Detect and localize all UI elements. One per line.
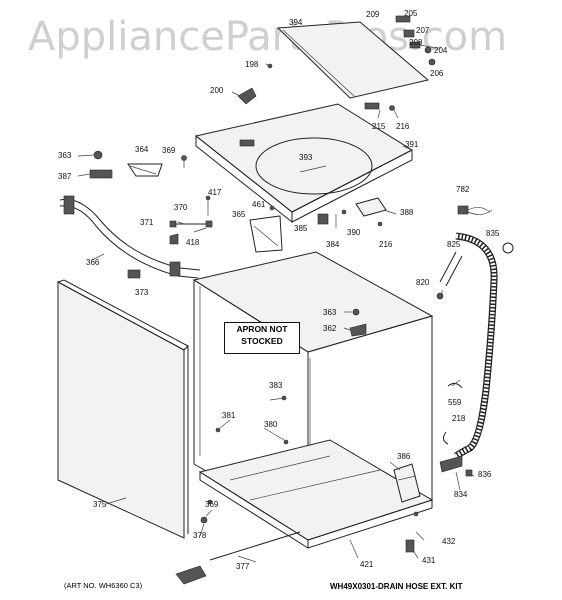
- callout-216-top: 216: [396, 122, 410, 131]
- callout-825: 825: [447, 240, 461, 249]
- callout-375: 375: [93, 500, 107, 509]
- callout-218: 218: [452, 414, 466, 423]
- callout-370: 370: [174, 203, 188, 212]
- top-cover-part: [194, 103, 414, 224]
- callout-387: 387: [58, 172, 72, 181]
- callout-820: 820: [416, 278, 430, 287]
- callout-364: 364: [135, 145, 149, 154]
- left-small-parts: [89, 150, 187, 179]
- callout-208: 208: [409, 38, 423, 47]
- callout-216-mid: 216: [379, 240, 393, 249]
- callout-431: 431: [422, 556, 436, 565]
- support-bracket-part: [249, 205, 283, 253]
- callout-363-left: 363: [58, 151, 72, 160]
- callout-215: 215: [372, 122, 386, 131]
- callout-559: 559: [448, 398, 462, 407]
- base-frame-part: [59, 195, 201, 279]
- pump-part: [393, 463, 421, 503]
- clip-parts: [349, 308, 367, 337]
- callout-362: 362: [323, 324, 337, 333]
- callout-373: 373: [135, 288, 149, 297]
- callout-432: 432: [442, 537, 456, 546]
- apron-note-line-1: APRON NOT: [236, 324, 288, 334]
- callout-369-top: 369: [162, 146, 176, 155]
- wire-harness-part: [457, 205, 493, 215]
- apron-note-box: APRON NOT STOCKED: [224, 322, 300, 354]
- bracket-parts: [169, 195, 213, 245]
- callout-391: 391: [405, 140, 419, 149]
- callout-417: 417: [208, 188, 222, 197]
- callout-377: 377: [236, 562, 250, 571]
- callout-384: 384: [326, 240, 340, 249]
- callout-381: 381: [222, 411, 236, 420]
- callout-380: 380: [264, 420, 278, 429]
- front-panel-part: [56, 279, 189, 539]
- screw-parts: [215, 395, 289, 445]
- callout-204: 204: [434, 46, 448, 55]
- callout-371: 371: [140, 218, 154, 227]
- callout-206: 206: [430, 69, 444, 78]
- drain-hose-kit-note: WH49X0301-DRAIN HOSE EXT. KIT: [330, 582, 463, 591]
- callout-207: 207: [416, 26, 430, 35]
- cover-hardware-parts: [317, 197, 387, 228]
- callout-369-bottom: 369: [205, 500, 219, 509]
- callout-835: 835: [486, 229, 500, 238]
- callout-200: 200: [210, 86, 224, 95]
- callout-388: 388: [400, 208, 414, 217]
- callout-205: 205: [404, 9, 418, 18]
- callout-390: 390: [347, 228, 361, 237]
- callout-198: 198: [245, 60, 259, 69]
- callout-393: 393: [299, 153, 313, 162]
- leg-parts: [175, 499, 419, 585]
- callout-834: 834: [454, 490, 468, 499]
- callout-421: 421: [360, 560, 374, 569]
- callout-394: 394: [289, 18, 303, 27]
- leader-lines: [77, 63, 475, 563]
- callout-386: 386: [397, 452, 411, 461]
- callout-383: 383: [269, 381, 283, 390]
- callout-461: 461: [252, 200, 266, 209]
- callout-363-mid: 363: [323, 308, 337, 317]
- callout-365: 365: [232, 210, 246, 219]
- art-number: (ART NO. WH6360 C3): [64, 581, 143, 590]
- hinge-part: [237, 63, 273, 105]
- apron-note-line-2: STOCKED: [241, 336, 283, 346]
- callout-209: 209: [366, 10, 380, 19]
- callout-366: 366: [86, 258, 100, 267]
- callout-418: 418: [186, 238, 200, 247]
- drain-hose-part: [439, 232, 514, 459]
- base-part: [198, 439, 434, 549]
- hose-accessory-parts: [436, 292, 473, 477]
- callout-836: 836: [478, 470, 492, 479]
- callout-782: 782: [456, 185, 470, 194]
- lid-part: [276, 21, 430, 99]
- callout-378: 378: [193, 531, 207, 540]
- callout-385: 385: [294, 224, 308, 233]
- lid-switch-parts: [364, 15, 437, 111]
